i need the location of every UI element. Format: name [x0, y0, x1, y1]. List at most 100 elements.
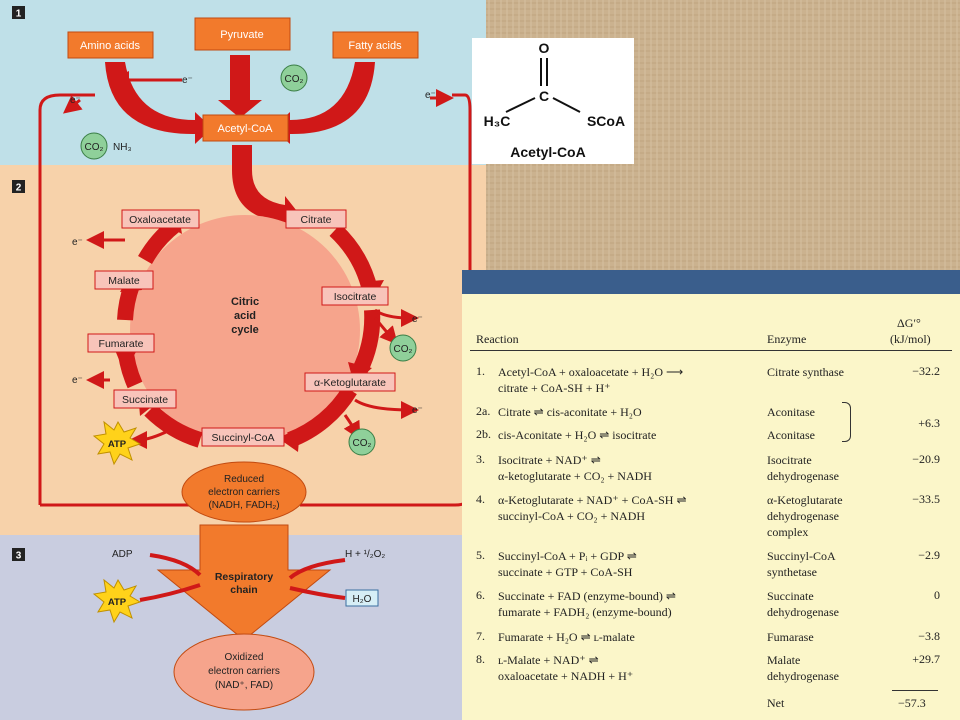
section-number-2: 2 — [12, 180, 25, 194]
electron-label: e⁻ — [72, 375, 83, 386]
feeder-arrows — [105, 55, 375, 232]
enzyme-name: Aconitase — [767, 405, 815, 419]
reaction-line: citrate + CoA-SH + H⁺ — [498, 381, 611, 395]
row-number: 5. — [476, 548, 485, 562]
svg-text:Succinyl-CoA: Succinyl-CoA — [211, 432, 274, 444]
enzyme-name: Citrate synthase — [767, 365, 844, 379]
node-succinyl-coa: Succinyl-CoA — [201, 427, 285, 447]
co2-bubble-pyruvate: CO₂ — [280, 64, 308, 92]
enzyme-name: dehydrogenase — [767, 605, 839, 619]
node-oxaloacetate: Oxaloacetate — [121, 209, 200, 229]
reaction-line: Isocitrate + NAD⁺ ⇌ — [498, 453, 601, 467]
node-oxidized-carriers: Oxidized electron carriers (NAD⁺, FAD) — [173, 633, 315, 711]
svg-text:C: C — [539, 88, 549, 104]
col-header-dg: ΔG′° — [897, 316, 921, 330]
reaction-line: α-Ketoglutarate + NAD⁺ + CoA-SH ⇌ — [498, 493, 687, 507]
svg-text:electron carriers: electron carriers — [208, 666, 280, 677]
electron-label: e⁻ — [182, 75, 193, 86]
enzyme-name: synthetase — [767, 565, 817, 579]
atp-burst-cycle: ATP — [92, 420, 142, 466]
table-header-bar — [462, 270, 960, 294]
electron-label: e⁻ — [425, 90, 436, 101]
delta-g-value: 0 — [934, 588, 940, 602]
reaction-line: Succinate + FAD (enzyme-bound) ⇌ — [498, 589, 676, 603]
h-o2-label: H + ¹/₂O₂ — [345, 549, 385, 560]
node-reduced-carriers: Reduced electron carriers (NADH, FADH₂) — [181, 461, 307, 523]
co2-bubble-isocitrate: CO₂ — [389, 334, 417, 362]
enzyme-name: Malate — [767, 653, 801, 667]
nh3-label: NH₃ — [113, 142, 132, 153]
reaction-table: Reaction Enzyme ΔG′° (kJ/mol) 1. Acetyl-… — [462, 294, 960, 720]
svg-text:ATP: ATP — [108, 439, 127, 450]
enzyme-name: dehydrogenase — [767, 509, 839, 523]
reaction-line: Fumarate + H₂O ⇌ ʟ-malate — [498, 630, 635, 644]
svg-text:(NADH, FADH₂): (NADH, FADH₂) — [208, 500, 279, 511]
svg-text:SCoA: SCoA — [587, 113, 625, 129]
co2-bubble-amino: CO₂ — [80, 132, 108, 160]
electron-label: e⁻ — [72, 237, 83, 248]
header-divider — [470, 350, 952, 351]
svg-text:acid: acid — [234, 310, 256, 322]
svg-text:Oxidized: Oxidized — [225, 652, 264, 663]
row-number: 6. — [476, 588, 485, 602]
node-acetyl-coa: Acetyl-CoA — [202, 114, 289, 142]
electron-label: e⁻ — [70, 95, 81, 106]
enzyme-name: Succinate — [767, 589, 814, 603]
node-malate: Malate — [94, 270, 154, 290]
node-pyruvate: Pyruvate — [194, 17, 291, 51]
delta-g-value: −3.8 — [918, 629, 940, 643]
row-number: 4. — [476, 492, 485, 506]
svg-text:chain: chain — [230, 584, 257, 596]
node-amino-acids: Amino acids — [67, 31, 154, 59]
svg-text:Malate: Malate — [108, 275, 140, 287]
row-number: 7. — [476, 629, 485, 643]
svg-text:Fatty acids: Fatty acids — [348, 40, 402, 52]
svg-text:CO₂: CO₂ — [394, 344, 413, 355]
col-header-dg-unit: (kJ/mol) — [890, 332, 931, 346]
electron-label: e⁻ — [412, 405, 423, 416]
col-header-enzyme: Enzyme — [767, 332, 807, 346]
node-fumarate: Fumarate — [87, 333, 155, 353]
enzyme-name: dehydrogenase — [767, 669, 839, 683]
reaction-line: ʟ-Malate + NAD⁺ ⇌ — [498, 653, 599, 667]
respiratory-chain-label: Respiratory chain — [215, 571, 274, 596]
section-number-1: 1 — [12, 6, 25, 20]
node-fatty-acids: Fatty acids — [332, 31, 419, 59]
svg-text:electron carriers: electron carriers — [208, 487, 280, 498]
net-label: Net — [767, 696, 785, 710]
reaction-line: succinate + GTP + CoA-SH — [498, 565, 633, 579]
col-header-reaction: Reaction — [476, 332, 519, 346]
svg-text:(NAD⁺, FAD): (NAD⁺, FAD) — [215, 680, 273, 691]
node-succinate: Succinate — [113, 389, 177, 409]
enzyme-name: dehydrogenase — [767, 469, 839, 483]
delta-g-value: −32.2 — [912, 364, 940, 378]
net-value: −57.3 — [898, 696, 926, 710]
svg-text:Acetyl-CoA: Acetyl-CoA — [217, 123, 273, 135]
svg-text:Isocitrate: Isocitrate — [334, 291, 377, 303]
respiratory-branches — [139, 553, 346, 602]
delta-g-value: −20.9 — [912, 452, 940, 466]
svg-text:Acetyl-CoA: Acetyl-CoA — [510, 144, 585, 160]
enzyme-name: Isocitrate — [767, 453, 812, 467]
co2-bubble-ketoglutarate: CO₂ — [348, 428, 376, 456]
reaction-line: cis-Aconitate + H₂O ⇌ isocitrate — [498, 428, 657, 442]
svg-text:Citrate: Citrate — [301, 214, 332, 226]
row-number: 1. — [476, 364, 485, 378]
reaction-line: α-ketoglutarate + CO₂ + NADH — [498, 469, 652, 483]
svg-text:Reduced: Reduced — [224, 474, 264, 485]
adp-label: ADP — [112, 549, 133, 560]
electron-label: e⁻ — [412, 314, 423, 325]
svg-text:3: 3 — [16, 551, 22, 562]
svg-text:ATP: ATP — [108, 597, 127, 608]
net-divider — [892, 690, 938, 691]
enzyme-name: α-Ketoglutarate — [767, 493, 843, 507]
svg-text:α-Ketoglutarate: α-Ketoglutarate — [314, 377, 386, 389]
reaction-line: Acetyl-CoA + oxaloacetate + H₂O ⟶ — [498, 365, 684, 379]
node-citrate: Citrate — [285, 209, 347, 229]
delta-g-value: +29.7 — [912, 652, 940, 666]
section-number-3: 3 — [12, 548, 25, 562]
svg-text:H₃C: H₃C — [484, 113, 511, 129]
enzyme-name: complex — [767, 525, 809, 539]
reaction-line: succinyl-CoA + CO₂ + NADH — [498, 509, 646, 523]
